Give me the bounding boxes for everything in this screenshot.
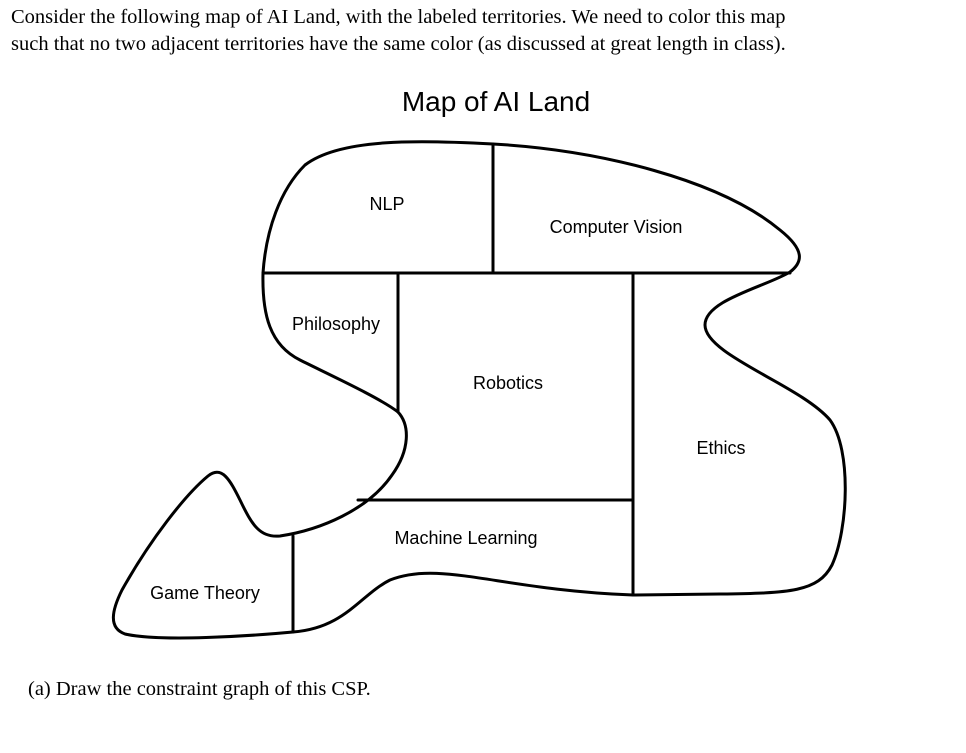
- territory-label-game-theory: Game Theory: [150, 583, 260, 603]
- map-title: Map of AI Land: [402, 86, 590, 117]
- territory-label-ethics: Ethics: [696, 438, 745, 458]
- problem-intro-line-2: such that no two adjacent territories ha…: [11, 33, 786, 55]
- territory-label-machine-learning: Machine Learning: [394, 528, 537, 548]
- problem-intro-line-1: Consider the following map of AI Land, w…: [11, 6, 786, 28]
- question-a: (a) Draw the constraint graph of this CS…: [28, 678, 371, 700]
- problem-intro: Consider the following map of AI Land, w…: [11, 4, 946, 58]
- territory-label-computer-vision: Computer Vision: [550, 217, 683, 237]
- territory-label-robotics: Robotics: [473, 373, 543, 393]
- map-outer-boundary: [111, 140, 847, 640]
- territory-label-nlp: NLP: [369, 194, 404, 214]
- territory-label-philosophy: Philosophy: [292, 314, 380, 334]
